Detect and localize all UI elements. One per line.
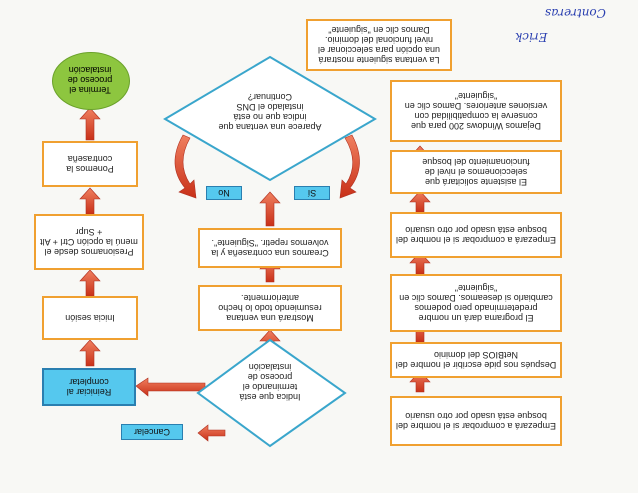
arrow-left-4 — [79, 339, 101, 367]
yes-button[interactable]: Sí — [294, 186, 330, 200]
arrow-right-3 — [409, 190, 431, 213]
arrow-to-restart — [135, 377, 206, 397]
step-netbios: Después nos pide escribir el nombre del … — [390, 342, 562, 378]
decision-dns-diamond — [163, 55, 377, 182]
decision-finish-text: Indica que está terminando el proceso de… — [239, 362, 301, 402]
handwritten-name-line1: Erick — [515, 30, 548, 44]
arrow-left-1 — [79, 107, 101, 141]
decision-dns-text: Aparece una ventana que indica que no es… — [218, 92, 322, 132]
step-login: Inicia sesión — [42, 296, 138, 340]
curve-arrow-yes — [339, 134, 360, 199]
arrow-left-2 — [79, 187, 101, 215]
step-functional-level: La ventana siguiente mostrará una opción… — [306, 19, 452, 71]
cancel-button[interactable]: Cancelar — [121, 424, 183, 440]
step-enter-password: Ponemos la contraseña — [42, 141, 138, 187]
step-ctrl-alt-del: Presionamos desde el menú la opción Ctrl… — [34, 214, 144, 270]
step-default-name: El programa dará un nombre predeterminad… — [390, 274, 562, 332]
step-forest-level: El asistente solicitará que seleccionemo… — [390, 150, 562, 194]
step-summary: Mostrará una ventana resumiendo todo lo … — [198, 285, 342, 331]
step-create-password: Creamos una contraseña y la volvemos rep… — [198, 228, 342, 268]
restart-button[interactable]: Reiniciar al completar — [42, 368, 136, 406]
step-check-forest-2: Empezará a comprobar si el nombre del bo… — [390, 396, 562, 446]
end-terminal-text: Termina el proceso de instalación — [67, 65, 113, 95]
handwritten-name-line2: Contreras — [545, 6, 606, 20]
arrow-left-3 — [79, 269, 101, 297]
curve-arrow-no — [174, 134, 197, 199]
arrow-to-cancel — [197, 424, 226, 442]
arrow-mid-1 — [259, 191, 281, 227]
no-button[interactable]: No — [206, 186, 242, 200]
step-check-forest-1: Empezará a comprobar si el nombre del bo… — [390, 212, 562, 258]
decision-finish-diamond — [196, 338, 347, 448]
step-windows-2000: Dejamos Windows 200 para que conserve la… — [390, 80, 562, 142]
end-terminal — [52, 52, 130, 110]
arrow-right-6 — [409, 370, 431, 393]
